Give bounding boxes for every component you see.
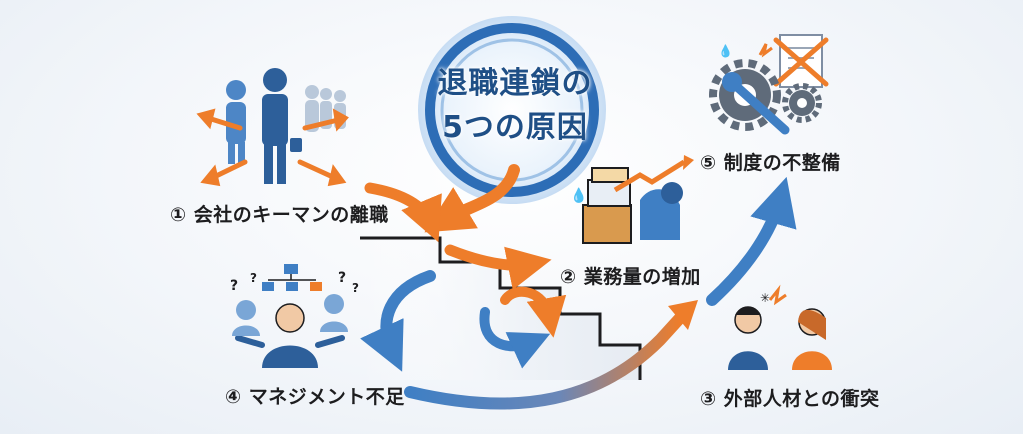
departing-people-icon — [196, 68, 349, 187]
svg-text:?: ? — [338, 270, 346, 286]
cause-label-2: ② 業務量の増加 — [560, 266, 701, 288]
conflict-people-icon: ✳ — [728, 284, 832, 370]
cause-label-5: ⑤ 制度の不整備 — [700, 152, 841, 174]
arrow-small-orange-loop — [500, 286, 567, 338]
arrow-cause1-to-stairs — [364, 182, 442, 243]
flow-arrows — [360, 164, 797, 410]
cause-label-1: ① 会社のキーマンの離職 — [170, 204, 389, 226]
arrow-small-blue-loop — [479, 307, 551, 369]
cause-label-3: ③ 外部人材との衝突 — [700, 388, 880, 410]
svg-text:?: ? — [352, 281, 359, 295]
svg-text:?: ? — [230, 278, 238, 294]
svg-text:💧: 💧 — [718, 44, 733, 58]
arrow-up-to-cause5 — [706, 176, 797, 306]
arrow-down-to-cause4 — [360, 270, 436, 372]
svg-text:💧: 💧 — [570, 187, 587, 204]
overworked-person-icon: 💧 — [570, 155, 694, 244]
arrow-to-cause2 — [444, 244, 552, 290]
center-badge — [418, 16, 606, 204]
cause-label-4: ④ マネジメント不足 — [225, 386, 405, 408]
center-title-line2: 5つの原因 — [442, 110, 588, 145]
gears-wrench-icon: 💧 — [709, 34, 829, 135]
svg-text:✳: ✳ — [760, 291, 770, 305]
center-title-line1: 退職連鎖の — [437, 66, 593, 101]
confused-manager-icon: ? ? ? ? — [230, 264, 359, 368]
arrow-bottom-sweep — [404, 312, 686, 410]
arrow-center-to-stairs — [424, 164, 520, 233]
svg-text:?: ? — [250, 271, 257, 285]
